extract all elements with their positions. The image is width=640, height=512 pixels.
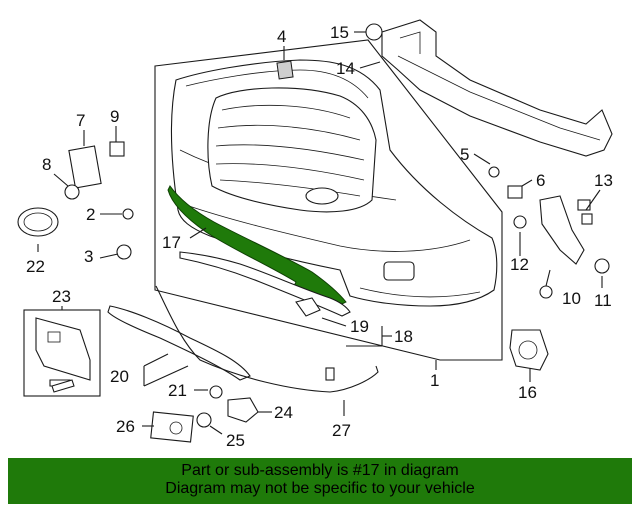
lower-grille [107, 305, 251, 381]
callout-11: 11 [594, 291, 612, 310]
parts-diagram: 4 15 14 5 6 13 7 9 8 2 3 22 17 12 10 11 … [17, 19, 613, 450]
info-banner: Part or sub-assembly is #17 in diagram D… [8, 458, 632, 504]
callout-24: 24 [274, 403, 293, 422]
assembly-outline [154, 39, 503, 361]
callout-14: 14 [336, 59, 355, 78]
grille [207, 87, 377, 213]
harness-connector [325, 367, 335, 381]
callout-5: 5 [460, 145, 469, 164]
callout-10: 10 [562, 289, 581, 308]
callout-22: 22 [26, 257, 45, 276]
callout-3: 3 [84, 247, 93, 266]
callout-12: 12 [510, 255, 529, 274]
callout-16: 16 [518, 383, 537, 402]
callout-21: 21 [168, 381, 187, 400]
callout-15: 15 [330, 23, 349, 42]
reinforcement-beam [381, 19, 613, 157]
callout-18: 18 [394, 327, 413, 346]
callout-9: 9 [110, 107, 119, 126]
callout-27: 27 [332, 421, 351, 440]
banner-line-1: Part or sub-assembly is #17 in diagram [181, 462, 459, 479]
callout-25: 25 [226, 431, 245, 450]
callout-13: 13 [594, 171, 613, 190]
callout-26: 26 [116, 417, 135, 436]
callout-6: 6 [536, 171, 545, 190]
callout-4: 4 [277, 27, 286, 46]
banner-line-2: Diagram may not be specific to your vehi… [165, 480, 475, 497]
callout-19: 19 [350, 317, 369, 336]
small-parts [17, 23, 610, 443]
callout-8: 8 [42, 155, 51, 174]
leader-lines [37, 31, 603, 435]
callout-7: 7 [76, 111, 85, 130]
callout-labels: 4 15 14 5 6 13 7 9 8 2 3 22 17 12 10 11 … [26, 23, 613, 450]
callout-1: 1 [430, 371, 439, 390]
callout-2: 2 [86, 205, 95, 224]
wiring-harness [155, 285, 379, 393]
callout-23: 23 [52, 287, 71, 306]
callout-17: 17 [162, 233, 181, 252]
license-plate-bracket [35, 317, 91, 387]
callout-20: 20 [110, 367, 129, 386]
